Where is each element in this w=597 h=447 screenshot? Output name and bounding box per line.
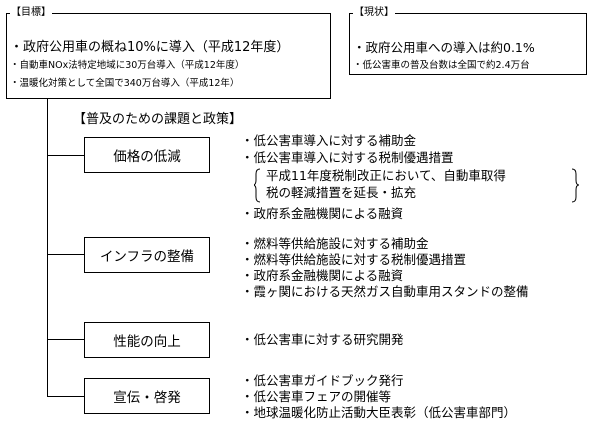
list-item: ・低公害車ガイドブック発行 — [241, 373, 404, 388]
target-box-label: 【目標】 — [10, 6, 52, 20]
status-box-label: 【現状】 — [353, 6, 395, 20]
category-price-reduction-label: 価格の低減 — [113, 149, 181, 165]
connector-promotion — [47, 396, 84, 397]
tax-note-bracket: 平成11年度税制改正において、自動車取得 税の軽減措置を延長・拡充 — [254, 166, 584, 206]
target-main-text: ・政府公用車の概ね10%に導入（平成12年度） — [10, 40, 290, 55]
list-item: ・燃料等供給施設に対する税制優遇措置 — [241, 252, 467, 267]
tax-note-line-1: 平成11年度税制改正において、自動車取得 — [266, 168, 506, 183]
target-sub-text-1: ・自動車NOx法特定地域に30万台導入（平成12年度） — [10, 60, 245, 71]
list-item: ・低公害車導入に対する補助金 — [241, 133, 417, 148]
list-item: ・低公害車導入に対する税制優遇措置 — [241, 150, 454, 165]
category-price-reduction: 価格の低減 — [84, 137, 210, 173]
trunk-line — [47, 99, 48, 397]
status-main-text: ・政府公用車への導入は約0.1% — [353, 40, 535, 55]
category-promotion-label: 宣伝・啓発 — [113, 390, 181, 406]
list-item: ・霞ヶ関における天然ガス自動車用スタンドの整備 — [241, 284, 529, 299]
note-bracket-shape — [254, 168, 580, 203]
target-sub-text-2: ・温暖化対策として全国で340万台導入（平成12年） — [10, 78, 240, 89]
connector-price — [47, 155, 84, 156]
category-infrastructure: インフラの整備 — [84, 237, 210, 273]
category-performance: 性能の向上 — [84, 322, 210, 358]
connector-infra — [47, 254, 84, 255]
category-infrastructure-label: インフラの整備 — [99, 249, 195, 265]
list-item: ・燃料等供給施設に対する補助金 — [241, 236, 429, 251]
category-promotion: 宣伝・啓発 — [84, 378, 210, 414]
connector-performance — [47, 339, 84, 340]
section-title: 【普及のための課題と政策】 — [73, 112, 243, 127]
list-item: ・低公害車に対する研究開発 — [241, 332, 404, 347]
status-box: 【現状】 ・政府公用車への導入は約0.1% ・低公害車の普及台数は全国で約2.4… — [349, 6, 587, 75]
list-item: ・政府系金融機関による融資 — [241, 268, 404, 283]
list-item: ・低公害車フェアの開催等 — [241, 389, 392, 404]
category-performance-label: 性能の向上 — [113, 334, 181, 350]
list-item: ・政府系金融機関による融資 — [241, 206, 404, 221]
list-item: ・地球温暖化防止活動大臣表彰（低公害車部門） — [241, 405, 517, 420]
target-box: 【目標】 ・政府公用車の概ね10%に導入（平成12年度） ・自動車NOx法特定地… — [6, 6, 331, 99]
status-sub-text: ・低公害車の普及台数は全国で約2.4万台 — [353, 60, 530, 71]
tax-note-line-2: 税の軽減措置を延長・拡充 — [266, 185, 417, 200]
